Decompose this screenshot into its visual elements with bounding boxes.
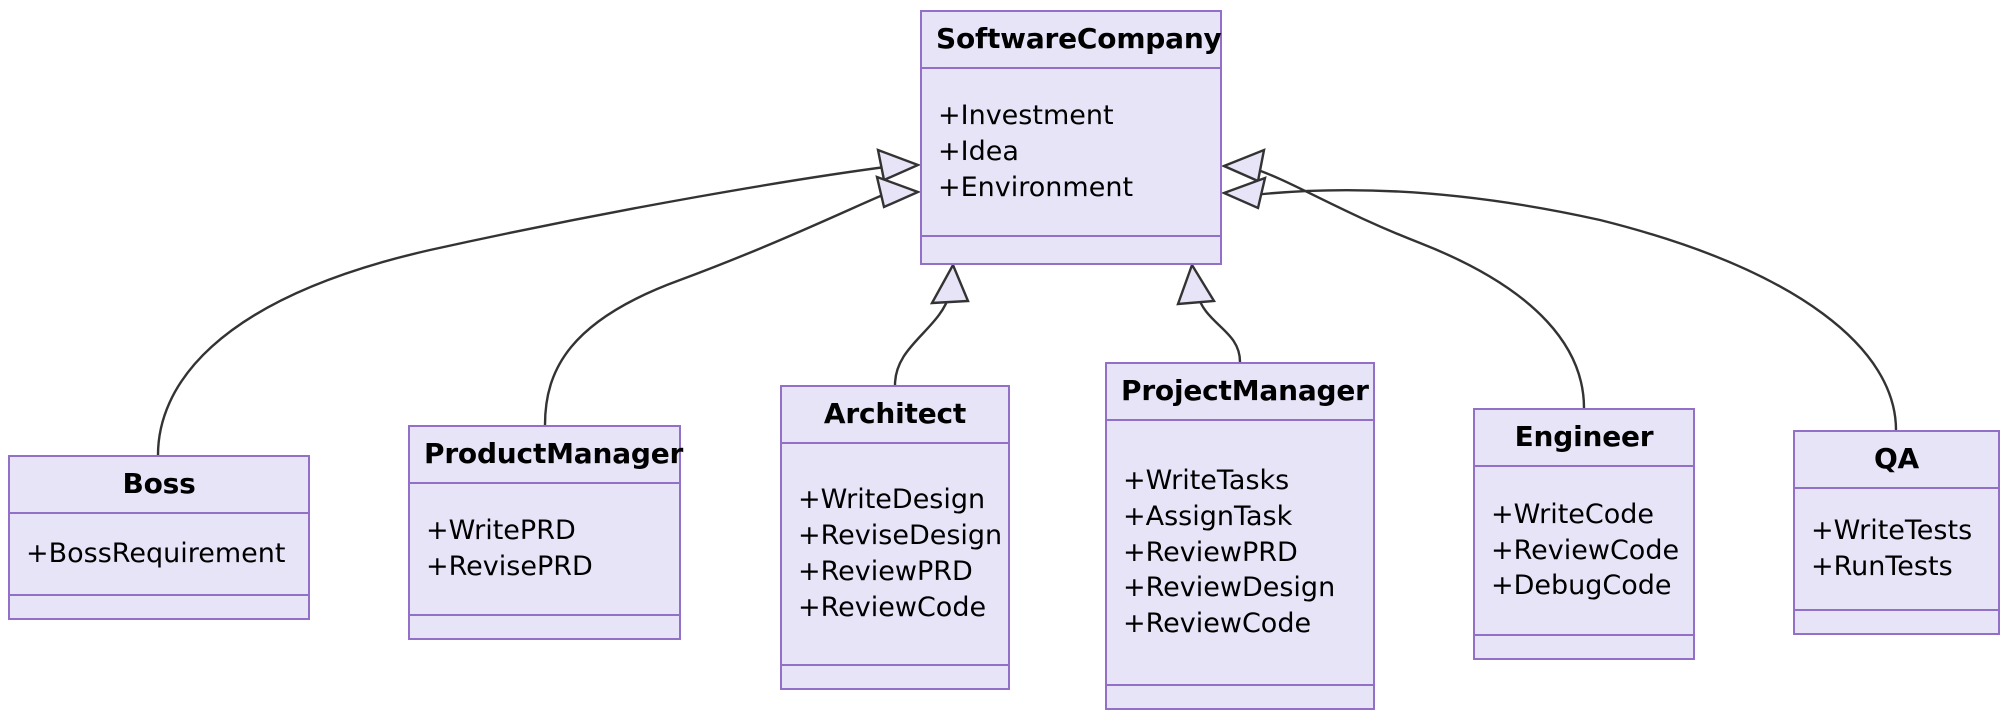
- attribute-item: +WriteCode: [1491, 498, 1655, 530]
- class-methods-architect: [782, 666, 1008, 688]
- class-title-project-manager: ProjectManager: [1107, 364, 1373, 421]
- class-box-software-company[interactable]: SoftwareCompany +Investment +Idea +Envir…: [920, 10, 1222, 265]
- attribute-item: +ReviseDesign: [798, 520, 1003, 552]
- attribute-item: +RunTests: [1811, 551, 1953, 582]
- attribute-item: +WriteTasks: [1123, 464, 1290, 496]
- arrowhead-productmanager: [875, 175, 922, 209]
- class-box-boss[interactable]: Boss +BossRequirement: [8, 455, 310, 620]
- class-attributes-architect: +WriteDesign +ReviseDesign +ReviewPRD +R…: [782, 444, 1008, 666]
- class-methods-product-manager: [410, 616, 679, 638]
- attribute-item: +WriteDesign: [798, 484, 986, 516]
- attribute-item: +ReviewCode: [798, 591, 987, 623]
- class-title-qa: QA: [1795, 432, 1998, 489]
- edge-projectmanager-to-softwarecompany: [1195, 292, 1242, 363]
- arrowhead-qa: [1220, 176, 1267, 210]
- attribute-item: +WriteTests: [1811, 515, 1973, 547]
- class-box-qa[interactable]: QA +WriteTests +RunTests: [1793, 430, 2000, 635]
- attribute-item: +Environment: [938, 171, 1134, 203]
- class-title-architect: Architect: [782, 387, 1008, 444]
- class-attributes-product-manager: +WritePRD +RevisePRD: [410, 484, 679, 616]
- class-attributes-software-company: +Investment +Idea +Environment: [922, 69, 1220, 237]
- class-methods-engineer: [1475, 636, 1693, 658]
- attribute-item: +RevisePRD: [426, 551, 593, 582]
- edge-architect-to-softwarecompany: [893, 292, 952, 386]
- class-attributes-qa: +WriteTests +RunTests: [1795, 489, 1998, 611]
- attribute-item: +ReviewCode: [1123, 608, 1312, 640]
- class-attributes-engineer: +WriteCode +ReviewCode +DebugCode: [1475, 467, 1693, 636]
- class-methods-software-company: [922, 237, 1220, 263]
- attribute-item: +DebugCode: [1491, 570, 1672, 602]
- class-title-product-manager: ProductManager: [410, 427, 683, 484]
- arrowhead-projectmanager: [1176, 262, 1217, 306]
- class-title-software-company: SoftwareCompany: [922, 12, 1222, 69]
- class-attributes-boss: +BossRequirement: [10, 514, 308, 596]
- class-box-architect[interactable]: Architect +WriteDesign +ReviseDesign +Re…: [780, 385, 1010, 690]
- class-title-boss: Boss: [10, 457, 308, 514]
- arrowhead-boss: [876, 148, 922, 182]
- attribute-item: +WritePRD: [426, 515, 576, 547]
- attribute-item: +AssignTask: [1123, 500, 1293, 532]
- class-methods-boss: [10, 596, 308, 618]
- class-attributes-project-manager: +WriteTasks +AssignTask +ReviewPRD +Revi…: [1107, 421, 1373, 686]
- arrowhead-engineer: [1220, 148, 1266, 183]
- class-title-engineer: Engineer: [1475, 410, 1693, 467]
- arrowhead-architect: [929, 262, 970, 305]
- attribute-item: +BossRequirement: [26, 538, 286, 570]
- class-methods-qa: [1795, 611, 1998, 633]
- class-box-engineer[interactable]: Engineer +WriteCode +ReviewCode +DebugCo…: [1473, 408, 1695, 660]
- class-box-project-manager[interactable]: ProjectManager +WriteTasks +AssignTask +…: [1105, 362, 1375, 710]
- class-box-product-manager[interactable]: ProductManager +WritePRD +RevisePRD: [408, 425, 683, 640]
- attribute-item: +ReviewPRD: [1123, 536, 1298, 568]
- attribute-item: +Idea: [938, 136, 1019, 168]
- attribute-item: +ReviewPRD: [798, 556, 973, 587]
- attribute-item: +ReviewCode: [1491, 534, 1680, 566]
- class-methods-project-manager: [1107, 686, 1373, 708]
- attribute-item: +Investment: [938, 100, 1114, 132]
- attribute-item: +ReviewDesign: [1123, 572, 1336, 604]
